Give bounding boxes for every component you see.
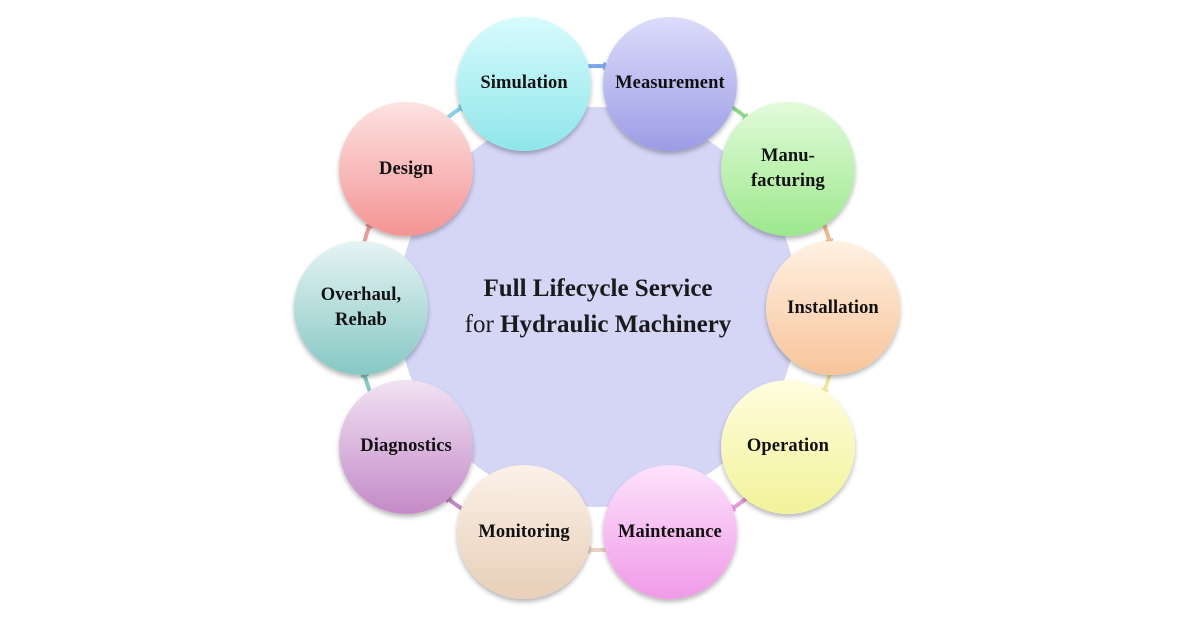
stage-label: Design <box>379 158 434 179</box>
hub-subtitle: for Hydraulic Machinery <box>465 308 732 342</box>
hub-subtitle-prefix: for <box>464 311 494 338</box>
stage-node-installation: Installation <box>766 241 900 375</box>
stage-node-manu-facturing: Manu- facturing <box>720 102 855 237</box>
stage-node-operation: Operation <box>720 379 855 514</box>
stage-node-maintenance: Maintenance <box>602 465 737 600</box>
stage-node-overhaul-rehab: Overhaul, Rehab <box>294 241 428 375</box>
hub-title: Full Lifecycle Service <box>483 275 713 302</box>
stage-node-monitoring: Monitoring <box>457 465 592 600</box>
stage-label: Simulation <box>480 73 568 94</box>
stage-node-simulation: Simulation <box>457 16 592 151</box>
stage-node-measurement: Measurement <box>602 16 737 151</box>
stage-label: Maintenance <box>617 521 722 542</box>
stage-node-design: Design <box>339 102 474 237</box>
stage-label: Monitoring <box>478 521 570 542</box>
stage-label: Installation <box>787 297 879 318</box>
stage-label: Operation <box>746 436 829 457</box>
stage-label: Measurement <box>615 73 725 94</box>
stage-label: Overhaul, Rehab <box>320 285 402 330</box>
stage-node-diagnostics: Diagnostics <box>339 379 474 514</box>
stage-label: Diagnostics <box>360 436 452 457</box>
hub-subtitle-bold: Hydraulic Machinery <box>500 311 732 338</box>
stage-label: Manu- facturing <box>750 146 825 192</box>
